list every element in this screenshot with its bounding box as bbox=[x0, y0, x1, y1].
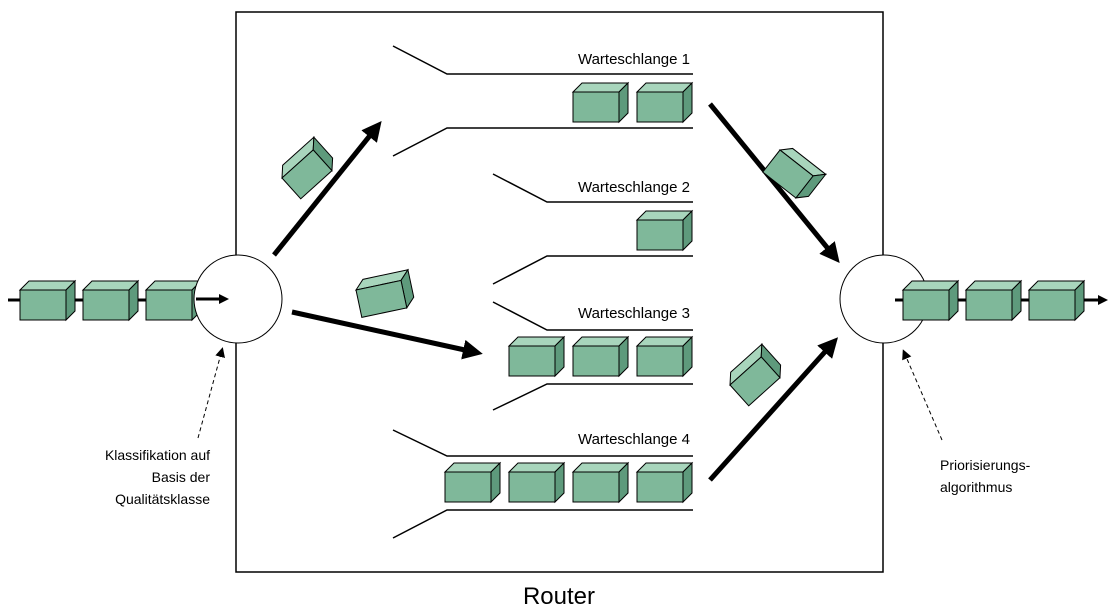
scheduler-pointer bbox=[902, 349, 943, 441]
queue-1-packet bbox=[571, 81, 630, 124]
classifier-note-line-2: Basis der bbox=[152, 469, 211, 485]
input-packet bbox=[144, 279, 203, 322]
queue-4-packet bbox=[635, 461, 694, 504]
input-packets bbox=[18, 279, 203, 322]
queue-1-label: Warteschlange 1 bbox=[578, 51, 690, 68]
classifier-note-line-1: Klassifikation auf bbox=[105, 447, 210, 463]
queue-3-packet bbox=[635, 335, 694, 378]
scheduler-note-line-2: algorithmus bbox=[940, 479, 1012, 495]
queue-2-channel bbox=[492, 173, 693, 285]
floating-packet bbox=[354, 268, 415, 318]
classifier-note-line-3: Qualitätsklasse bbox=[115, 491, 210, 507]
queue-2-packet bbox=[635, 209, 694, 252]
queue-4-label: Warteschlange 4 bbox=[578, 431, 690, 448]
queue-1-channel bbox=[392, 45, 693, 157]
scheduler-note-line-1: Priorisierungs- bbox=[940, 457, 1031, 473]
output-packet bbox=[1027, 279, 1086, 322]
input-packet bbox=[18, 279, 77, 322]
arrow-to-queue-3 bbox=[291, 309, 483, 360]
queue-3-packet bbox=[507, 335, 566, 378]
output-packet bbox=[901, 279, 960, 322]
queue-1-packet bbox=[635, 81, 694, 124]
queue-4-packet bbox=[443, 461, 502, 504]
queue-2-label: Warteschlange 2 bbox=[578, 179, 690, 196]
arrow-from-queue-4 bbox=[708, 337, 839, 482]
queue-3-channel bbox=[492, 301, 693, 411]
arrow-from-queue-1 bbox=[708, 102, 840, 263]
queue-4-channel bbox=[392, 429, 693, 539]
queue-4-packet bbox=[571, 461, 630, 504]
floating-packets bbox=[281, 135, 827, 407]
arrow-to-queue-1 bbox=[272, 120, 382, 257]
classifier-node bbox=[193, 254, 283, 344]
floating-packet bbox=[281, 135, 334, 200]
queue-packets bbox=[443, 81, 694, 504]
queue-3-packet bbox=[571, 335, 630, 378]
queue-4-packet bbox=[507, 461, 566, 504]
classifier-pointer bbox=[197, 347, 225, 439]
input-packet bbox=[81, 279, 140, 322]
floating-packet bbox=[762, 147, 827, 199]
floating-packet bbox=[729, 342, 782, 407]
router-label: Router bbox=[523, 583, 595, 607]
output-packet bbox=[964, 279, 1023, 322]
output-packets bbox=[901, 279, 1086, 322]
queue-3-label: Warteschlange 3 bbox=[578, 305, 690, 322]
